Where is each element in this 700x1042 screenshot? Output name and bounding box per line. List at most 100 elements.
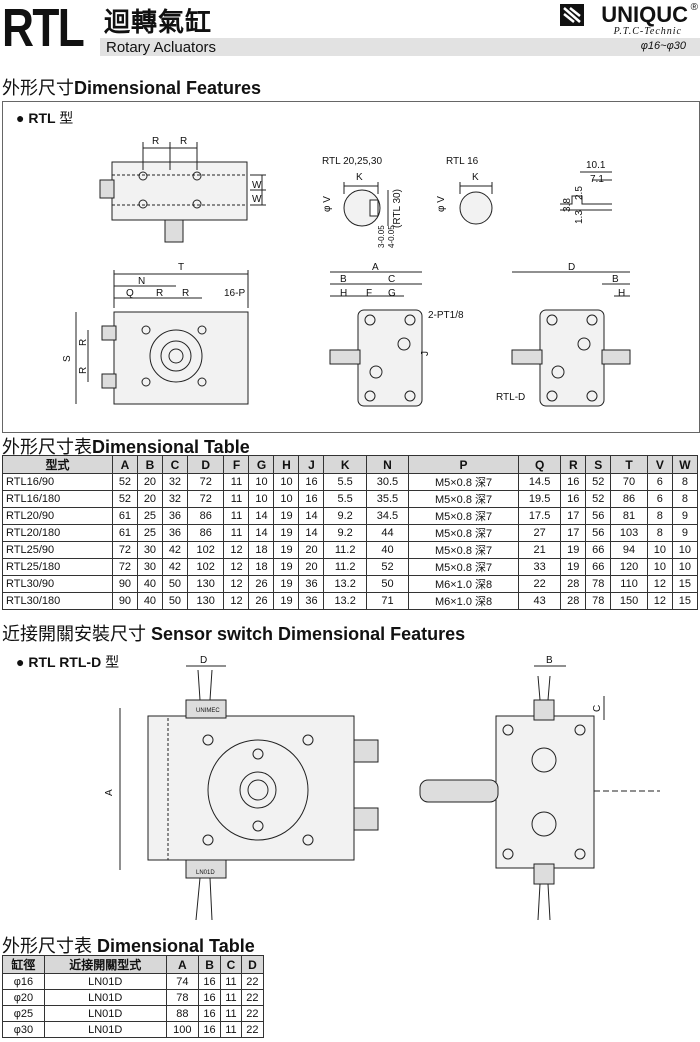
table-cell: 86 <box>186 507 225 525</box>
table-cell: M5×0.8 深7 <box>408 473 519 491</box>
table2-cell: 11 <box>220 1005 242 1022</box>
table-cell: 10 <box>646 541 673 559</box>
table-cell: M5×0.8 深7 <box>408 524 519 542</box>
table-cell: 5.5 <box>323 473 367 491</box>
table-cell: 26 <box>248 592 275 610</box>
table-cell: 56 <box>585 507 612 525</box>
dim-w1: W <box>252 180 262 191</box>
dim-f: F <box>366 288 372 299</box>
dim-r3: R <box>156 288 163 299</box>
table-cell: 15 <box>671 575 699 593</box>
table-cell: M5×0.8 深7 <box>408 490 519 508</box>
table-cell: 16 <box>560 473 587 491</box>
table-cell: 36 <box>161 524 188 542</box>
table-header-cell: J <box>298 455 325 474</box>
table-cell: 12 <box>223 558 250 576</box>
table-cell: 72 <box>111 558 138 576</box>
table-cell: 27 <box>517 524 562 542</box>
table-cell: 11 <box>223 507 250 525</box>
table2-cell: 74 <box>165 973 199 990</box>
dim-10-1: 10.1 <box>586 160 606 171</box>
brand-registered: ® <box>690 2 698 13</box>
table-header-cell: C <box>161 455 188 474</box>
table-header-cell: K <box>323 455 367 474</box>
table-cell: 56 <box>585 524 612 542</box>
dim-n: N <box>138 276 145 287</box>
table-cell: 9 <box>671 524 699 542</box>
table-cell: 8 <box>646 524 673 542</box>
table2-header-cell: 近接開關型式 <box>43 955 167 974</box>
table2-cell: LN01D <box>43 989 167 1006</box>
shaft-end-views <box>343 171 612 227</box>
table-cell: RTL20/90 <box>2 507 113 525</box>
table-cell: 17 <box>560 507 587 525</box>
dim-3-8: 3.8 <box>562 198 573 212</box>
table-cell: 25 <box>136 524 163 542</box>
table2-header-cell: 缸徑 <box>2 955 45 974</box>
table-header-cell: S <box>585 455 612 474</box>
table-header-cell: 型式 <box>2 455 113 474</box>
dim-16p: 16-P <box>224 288 245 299</box>
table-cell: 30 <box>136 541 163 559</box>
table2-header-cell: A <box>165 955 199 974</box>
table-cell: 16 <box>560 490 587 508</box>
table-cell: 16 <box>298 473 325 491</box>
table-cell: 102 <box>186 541 225 559</box>
label-rtl30: (RTL 30) <box>392 189 403 228</box>
table-cell: 19 <box>273 541 300 559</box>
table-cell: 70 <box>610 473 648 491</box>
table-cell: 12 <box>223 575 250 593</box>
dim-k2: K <box>472 172 479 183</box>
table-cell: 36 <box>298 575 325 593</box>
sensor-front-view <box>119 665 379 921</box>
tol-4: 4-0.05 <box>387 225 396 248</box>
table2-header-cell: D <box>240 955 265 974</box>
table-cell: 102 <box>186 558 225 576</box>
header-bar <box>100 38 700 56</box>
table-cell: 9 <box>671 507 699 525</box>
dim-h2: H <box>618 288 625 299</box>
table-cell: 10 <box>646 558 673 576</box>
table2-cell: 88 <box>165 1005 199 1022</box>
table-cell: 40 <box>365 541 410 559</box>
table-cell: 130 <box>186 592 225 610</box>
table-cell: 19 <box>273 558 300 576</box>
table-header-cell: G <box>248 455 275 474</box>
rtl-type-label: ● RTL 型 <box>16 110 74 126</box>
table-cell: 66 <box>585 558 612 576</box>
table-cell: RTL20/180 <box>2 524 113 542</box>
side-view-rtl <box>329 271 423 407</box>
table-cell: 20 <box>298 541 325 559</box>
table-cell: 13.2 <box>323 592 367 610</box>
table-header-cell: D <box>186 455 225 474</box>
table-cell: 43 <box>517 592 562 610</box>
table-cell: 42 <box>161 558 188 576</box>
table-cell: 34.5 <box>365 507 410 525</box>
table-cell: 20 <box>136 473 163 491</box>
dim-r5: R <box>78 339 89 346</box>
table-cell: 25 <box>136 507 163 525</box>
brand-name: UNIQUC <box>601 2 688 27</box>
table-cell: 14.5 <box>517 473 562 491</box>
table-cell: 50 <box>161 575 188 593</box>
dim-k1: K <box>356 172 363 183</box>
table-cell: 18 <box>248 558 275 576</box>
table-cell: 12 <box>646 592 673 610</box>
table-cell: 10 <box>248 473 275 491</box>
sensor-dim-a: A <box>104 789 115 796</box>
table-cell: 11 <box>223 524 250 542</box>
dim-r6: R <box>78 367 89 374</box>
dim-r1: R <box>152 136 159 147</box>
table-header-cell: R <box>560 455 587 474</box>
table-cell: 50 <box>161 592 188 610</box>
table-cell: 9.2 <box>323 507 367 525</box>
table-cell: 30 <box>136 558 163 576</box>
table-cell: 26 <box>248 575 275 593</box>
table-cell: 66 <box>585 541 612 559</box>
table-cell: 81 <box>610 507 648 525</box>
